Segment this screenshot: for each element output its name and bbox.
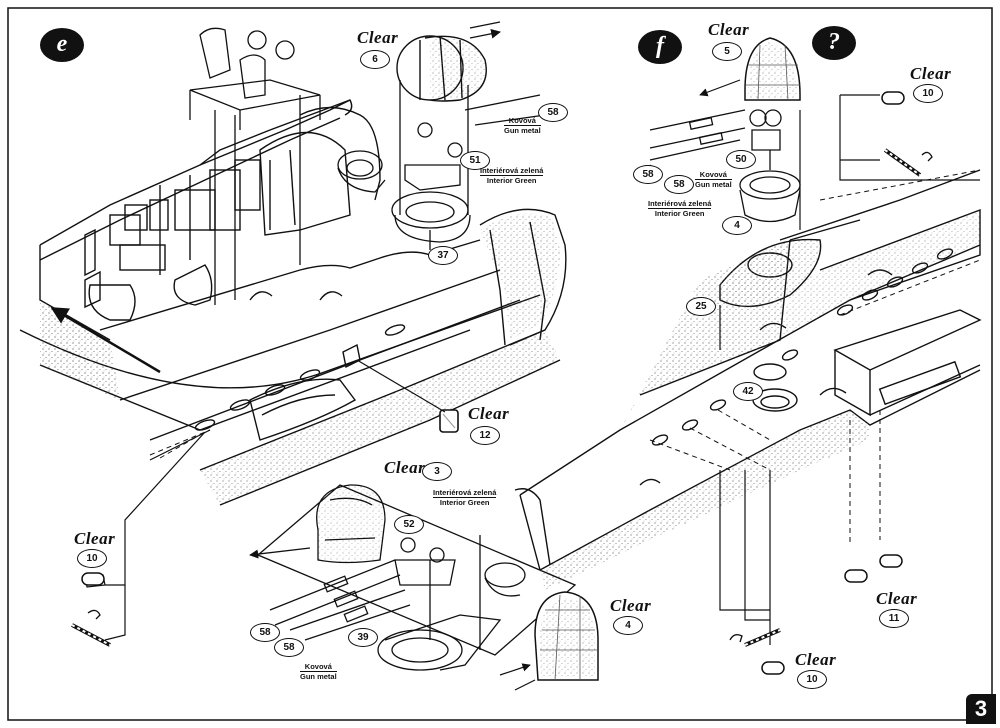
paint-callout-gun-metal-bottom: Kovová Gun metal (300, 662, 337, 681)
part-number-6: 6 (360, 50, 390, 69)
page-number: 3 (966, 694, 996, 724)
part-number-3: 3 (422, 462, 452, 481)
paint-name-cz: Interiérová zelená (648, 199, 712, 209)
paint-name-cz: Interiérová zelená (480, 166, 544, 176)
part-number-25: 25 (686, 297, 716, 316)
paint-callout-interior-green-bottom: Interiérová zelená Interior Green (433, 488, 497, 507)
tail-turret-assembly (649, 109, 801, 223)
clear-label-3: Clear (384, 458, 426, 477)
clear-part-10-top (881, 91, 905, 105)
part-number-10-bottom: 10 (797, 670, 827, 689)
step-badge-e: e (40, 28, 84, 62)
clear-part-10-left (81, 572, 105, 586)
paint-name-en: Interior Green (486, 176, 537, 185)
window-part-12 (356, 359, 459, 433)
part-number-50: 50 (726, 150, 756, 169)
drill-icon-top (883, 148, 933, 177)
part-number-12: 12 (470, 426, 500, 445)
part-number-10-top: 10 (913, 84, 943, 103)
part-number-52: 52 (394, 515, 424, 534)
paint-name-en: Gun metal (504, 126, 541, 135)
paint-callout-interior-green-right: Interiérová zelená Interior Green (648, 199, 712, 218)
paint-name-cz: Kovová (695, 170, 732, 180)
part-number-51: 51 (460, 151, 490, 170)
paint-name-en: Interior Green (654, 209, 705, 218)
clear-label-12: Clear (468, 404, 510, 423)
part-number-42: 42 (733, 382, 763, 401)
clear-part-11-a (844, 569, 868, 583)
part-number-58-c: 58 (664, 175, 694, 194)
pilot-seat-assembly (189, 27, 321, 305)
part-number-4-bottom: 4 (613, 616, 643, 635)
paint-callout-interior-green-top: Interiérová zelená Interior Green (480, 166, 544, 185)
drill-icon-bottom (729, 628, 781, 647)
step-badge-question: ? (812, 26, 856, 60)
paint-name-cz: Interiérová zelená (433, 488, 497, 498)
part-number-58-d: 58 (250, 623, 280, 642)
part-number-37: 37 (428, 246, 458, 265)
clear-label-10-left: Clear (74, 529, 116, 548)
step-badge-f: f (638, 30, 682, 64)
clear-label-5: Clear (708, 20, 750, 39)
clear-part-10-bottom (761, 661, 785, 675)
clear-label-10-bottom: Clear (795, 650, 837, 669)
nose-turret-assembly (249, 484, 577, 671)
part-number-11: 11 (879, 609, 909, 628)
clear-label-11: Clear (876, 589, 918, 608)
paint-name-en: Gun metal (300, 672, 337, 681)
clear-label-4: Clear (610, 596, 652, 615)
part-number-4-top: 4 (722, 216, 752, 235)
part-number-58-e: 58 (274, 638, 304, 657)
clear-part-11-b (879, 554, 903, 568)
part-number-5: 5 (712, 42, 742, 61)
part-number-10-left: 10 (77, 549, 107, 568)
paint-name-cz: Kovová (300, 662, 337, 672)
paint-callout-gun-metal-top: Kovová Gun metal (504, 116, 541, 135)
page-frame (7, 7, 993, 721)
paint-name-en: Gun metal (695, 180, 732, 189)
part-number-58-b: 58 (633, 165, 663, 184)
clear-label-6: Clear (357, 28, 399, 47)
paint-name-cz: Kovová (504, 116, 541, 126)
turret-base-37 (391, 80, 546, 250)
drill-icon-left (71, 609, 111, 647)
clear-label-10-top: Clear (910, 64, 952, 83)
part-number-58-a: 58 (538, 103, 568, 122)
part-number-39: 39 (348, 628, 378, 647)
paint-name-en: Interior Green (439, 498, 490, 507)
paint-callout-gun-metal-right: Kovová Gun metal (695, 170, 732, 189)
